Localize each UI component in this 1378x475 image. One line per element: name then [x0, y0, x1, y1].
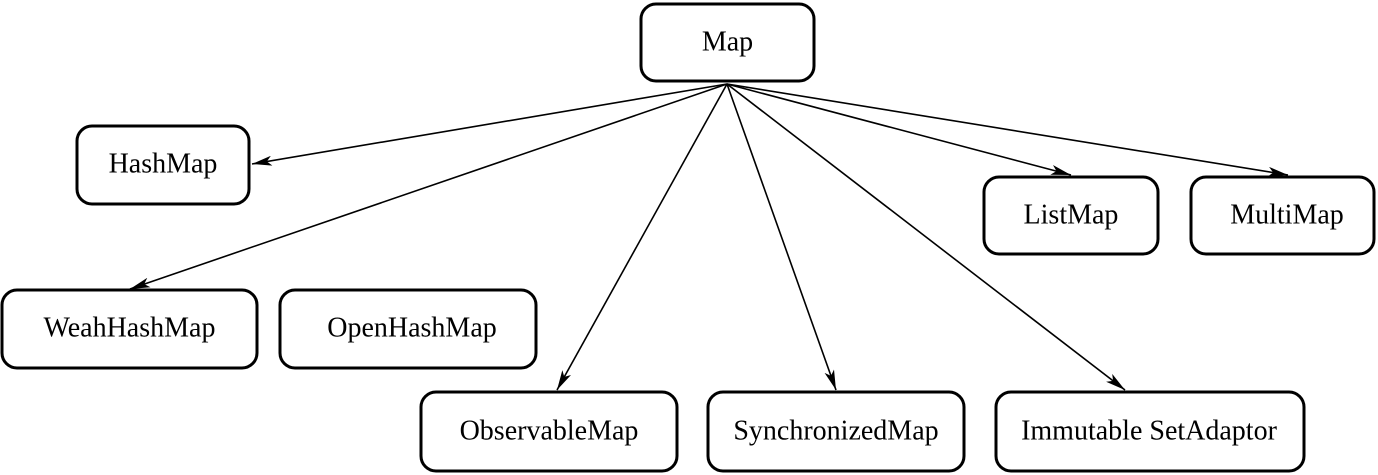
node-openhashmap-box	[278, 288, 538, 370]
edge-map-to-weahhashmap	[129, 83, 728, 290]
node-immutablesetadaptor: Immutable SetAdaptor	[994, 390, 1306, 473]
node-weahhashmap-box	[0, 288, 259, 370]
node-multimap-box	[1189, 175, 1376, 256]
node-hashmap-box	[75, 124, 251, 206]
node-map-box	[639, 2, 816, 83]
node-observablemap-label: ObservableMap	[460, 415, 639, 446]
node-map-label: Map	[702, 26, 753, 57]
node-multimap: MultiMap	[1189, 175, 1376, 256]
node-weahhashmap-label: WeahHashMap	[44, 312, 216, 343]
node-openhashmap-label: OpenHashMap	[327, 312, 497, 343]
node-openhashmap: OpenHashMap	[278, 288, 538, 370]
node-synchronizedmap-label: SynchronizedMap	[733, 415, 938, 446]
edge-map-to-synchronizedmap	[726, 83, 837, 391]
node-listmap-box	[982, 175, 1160, 256]
node-weahhashmap: WeahHashMap	[0, 288, 259, 370]
node-observablemap-box	[419, 390, 679, 473]
edge-map-to-listmap	[726, 83, 1072, 176]
node-synchronizedmap: SynchronizedMap	[706, 390, 966, 473]
node-synchronizedmap-box	[706, 390, 966, 473]
node-hashmap-label: HashMap	[109, 148, 218, 179]
node-hashmap: HashMap	[75, 124, 251, 206]
node-immutablesetadaptor-label: Immutable SetAdaptor	[1021, 415, 1278, 446]
node-observablemap: ObservableMap	[419, 390, 679, 473]
node-map: Map	[639, 2, 816, 83]
node-multimap-label: MultiMap	[1230, 199, 1344, 230]
node-listmap-label: ListMap	[1024, 199, 1119, 230]
edge-map-to-hashmap	[251, 83, 728, 166]
edges-layer	[129, 83, 1289, 391]
edge-map-to-multimap	[726, 83, 1289, 177]
node-immutablesetadaptor-box	[994, 390, 1306, 473]
node-listmap: ListMap	[982, 175, 1160, 256]
edge-map-to-immutablesetadaptor	[726, 83, 1126, 391]
edge-map-to-observablemap	[556, 83, 728, 391]
